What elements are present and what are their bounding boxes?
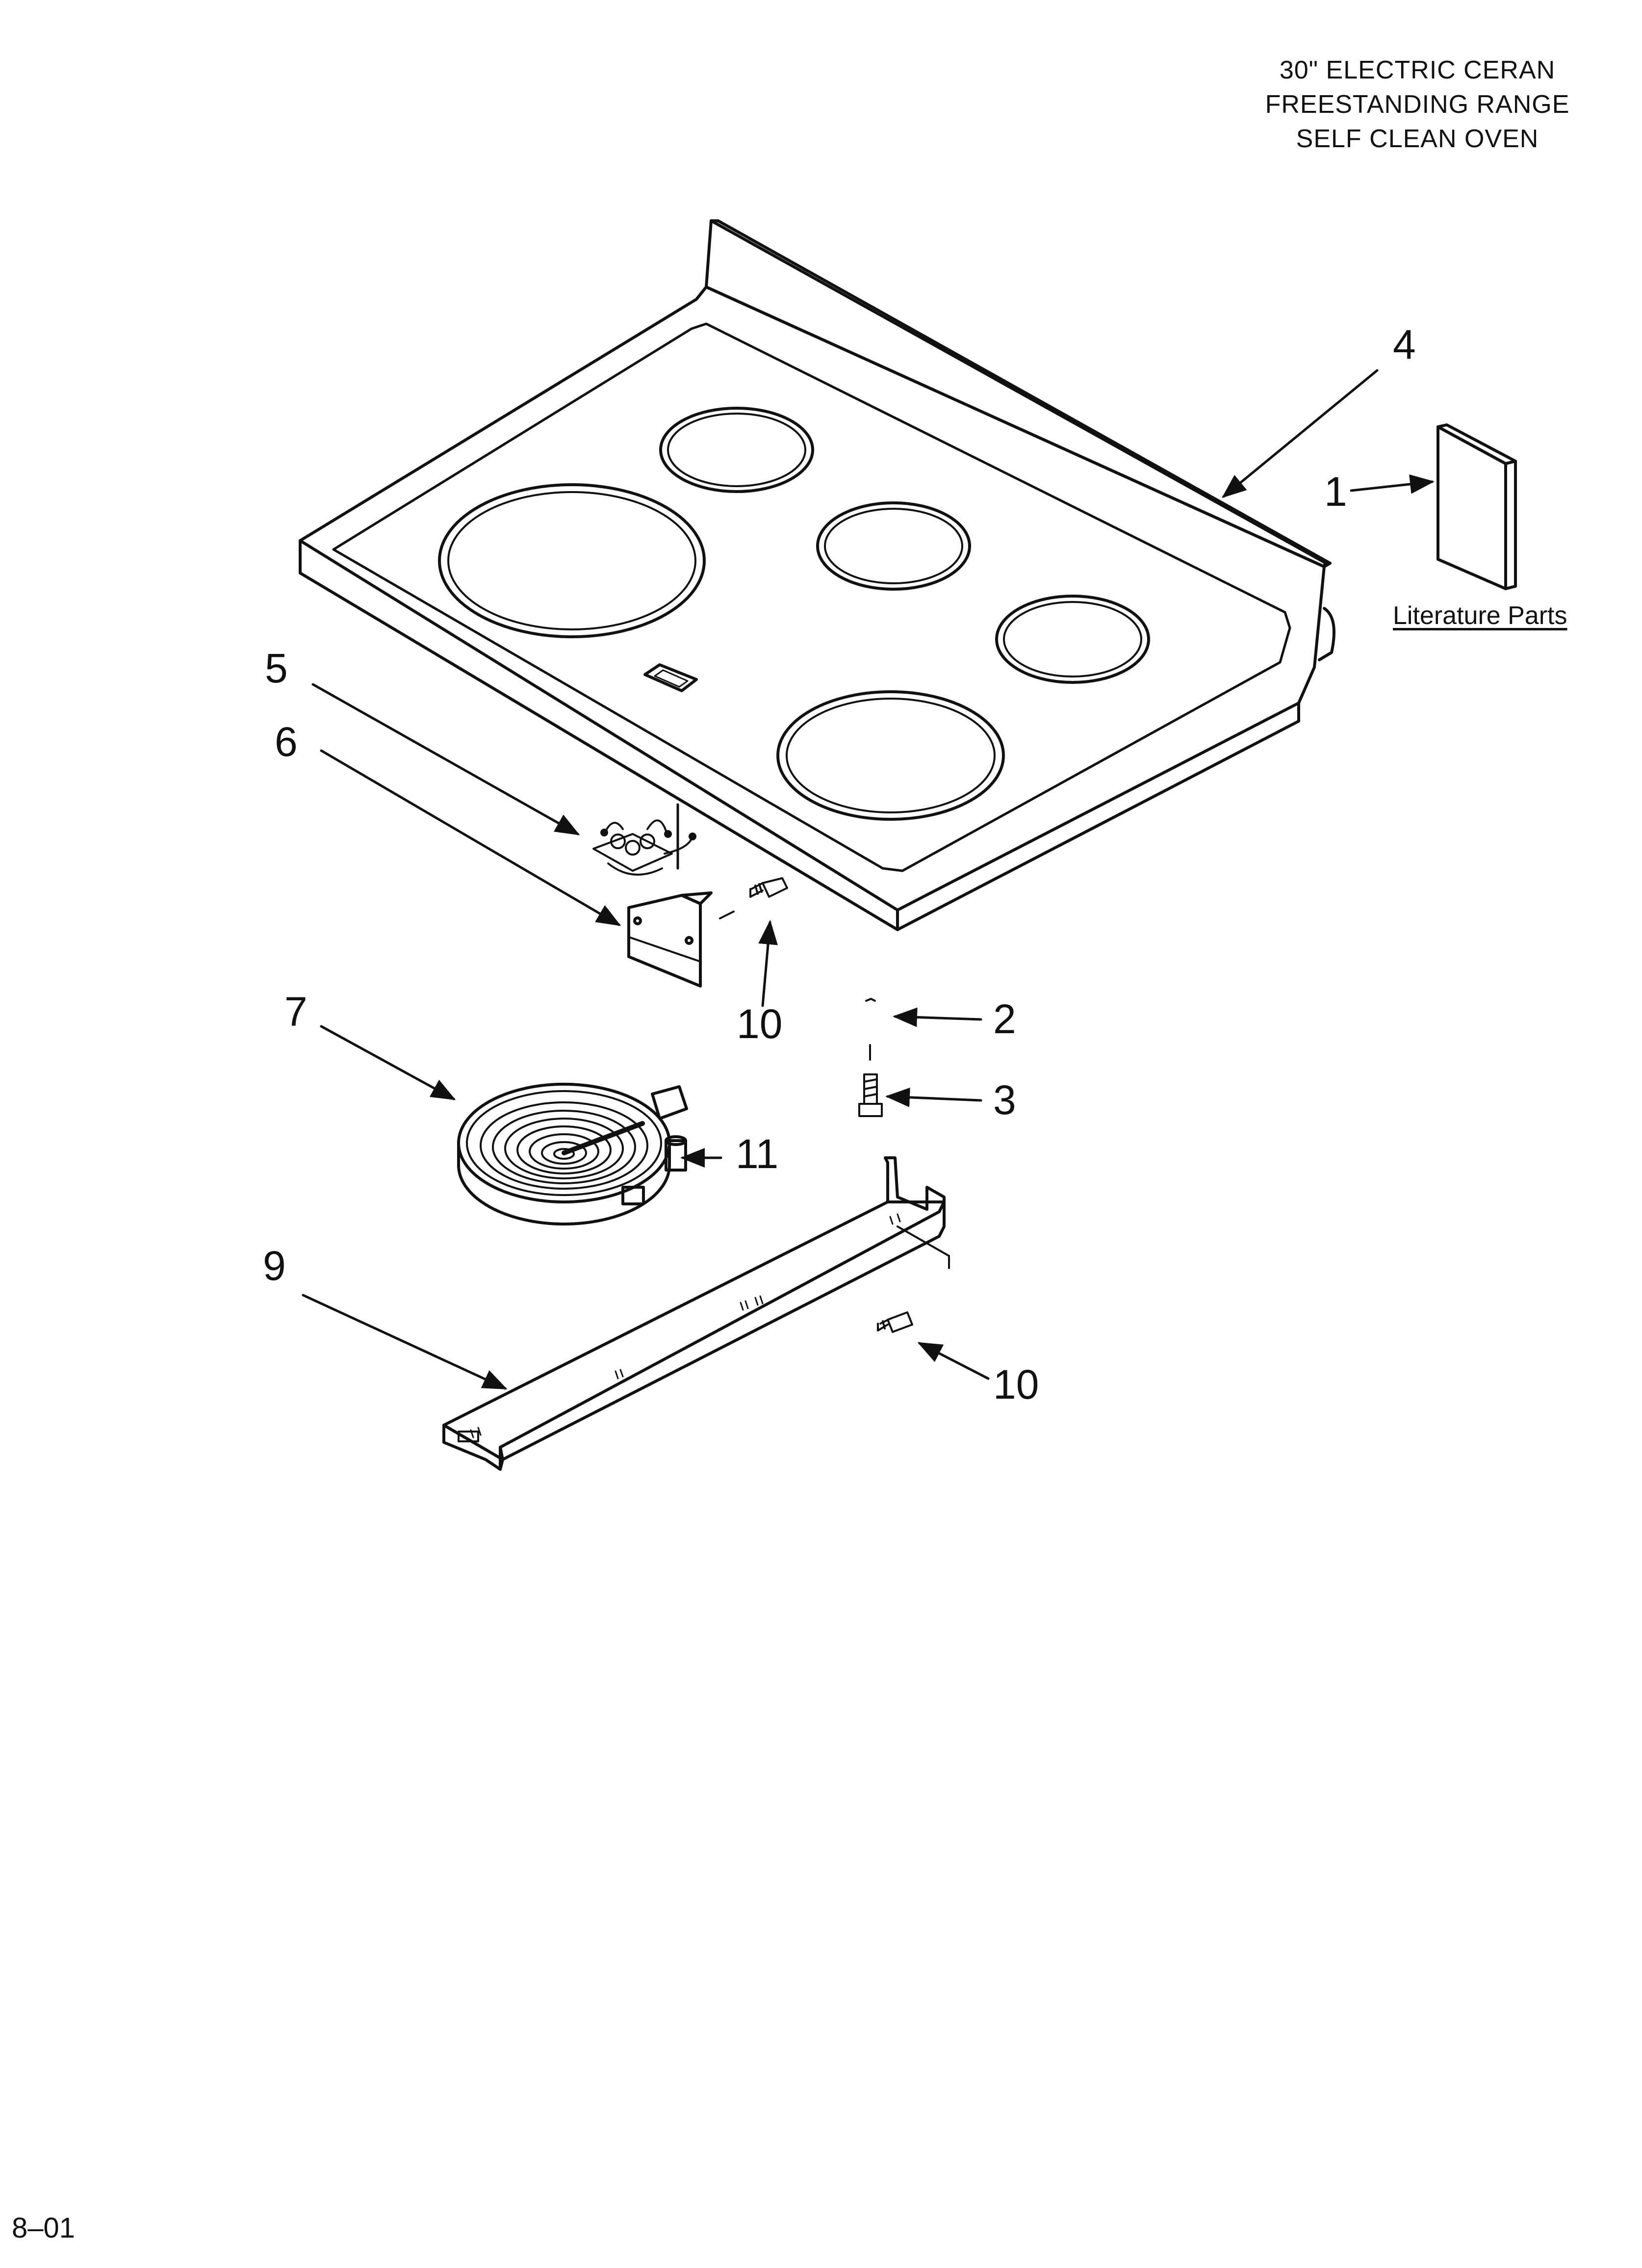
literature-parts-booklet [1437, 423, 1517, 590]
clip-small [865, 998, 876, 1002]
callout-9: 9 [263, 1243, 286, 1289]
callout-11: 11 [736, 1131, 779, 1177]
burner-left-large [438, 483, 706, 638]
callout-1: 1 [1324, 469, 1347, 515]
callout-3: 3 [993, 1077, 1016, 1123]
callout-7: 7 [284, 989, 308, 1035]
title-line-2: FREESTANDING RANGE [1265, 90, 1570, 119]
callout-5: 5 [265, 645, 288, 691]
page-footer-code: 8–01 [12, 2212, 76, 2244]
screw-vertical [858, 1073, 883, 1117]
hot-surface-indicator [643, 663, 698, 692]
callout-4: 4 [1393, 321, 1416, 367]
callout-10-lower: 10 [993, 1361, 1039, 1408]
callout-2: 2 [993, 996, 1016, 1042]
callout-10-upper: 10 [737, 1001, 783, 1047]
cooktop-side-bumper [1318, 607, 1335, 661]
title-line-1: 30" ELECTRIC CERAN [1279, 56, 1556, 84]
cooktop-glass-assembly [299, 219, 1335, 931]
cooktop-top-surface [299, 286, 1326, 912]
literature-parts-label: Literature Parts [1393, 601, 1567, 630]
screw-lower [877, 1311, 913, 1333]
burner-right [995, 595, 1150, 684]
cooktop-backsplash [705, 219, 1327, 568]
cooktop-glass-outline [332, 322, 1291, 872]
burner-front-large [776, 690, 1005, 821]
screw-upper [749, 877, 788, 898]
title-line-3: SELF CLEAN OVEN [1296, 125, 1539, 153]
radiant-surface-element [457, 1083, 688, 1225]
terminal-block-harness [592, 803, 696, 876]
burner-back-left [659, 407, 814, 493]
callout-6: 6 [275, 719, 298, 765]
element-support-bracket [442, 1156, 950, 1471]
leader-arrows [302, 369, 1435, 1390]
burner-center [816, 501, 971, 591]
terminal-block-bracket [627, 891, 713, 988]
diagram-title-block: 30" ELECTRIC CERAN FREESTANDING RANGE SE… [1197, 53, 1638, 156]
